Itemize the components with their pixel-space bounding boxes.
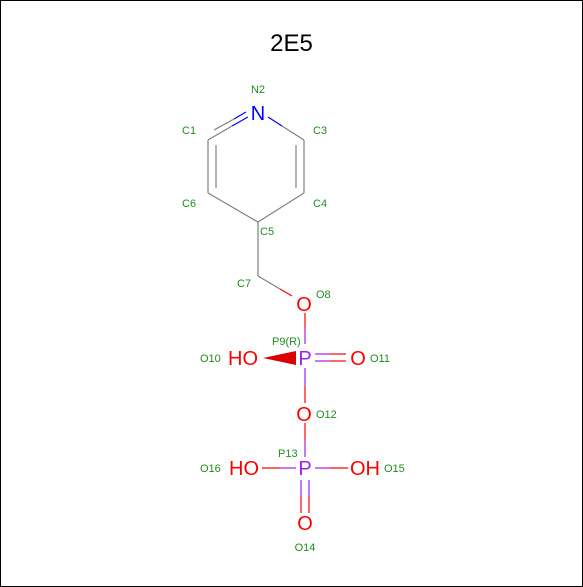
atom-o16-symbol: HO bbox=[229, 458, 259, 480]
molecule-title: 2E5 bbox=[270, 30, 313, 57]
atom-c3-label: C3 bbox=[313, 125, 327, 137]
atom-c4-label: C4 bbox=[313, 198, 327, 210]
bond-c6-c5 bbox=[207, 192, 259, 223]
atom-p9-symbol: P bbox=[298, 348, 311, 370]
atom-o12-symbol: O bbox=[296, 404, 312, 426]
bond-c5-c4 bbox=[257, 192, 305, 223]
atom-o10-label: O10 bbox=[200, 353, 221, 365]
atom-c5-label: C5 bbox=[260, 226, 274, 238]
atom-n2-symbol: N bbox=[251, 103, 265, 125]
atom-o11-symbol: O bbox=[350, 348, 366, 370]
atom-c7-label: C7 bbox=[237, 278, 251, 290]
wedge-bond-p9-o10 bbox=[263, 351, 296, 365]
carbon-bonds bbox=[207, 140, 305, 290]
atom-o14-label: O14 bbox=[295, 542, 316, 554]
atom-n2-label: N2 bbox=[251, 84, 265, 96]
atom-o8-label: O8 bbox=[316, 289, 331, 301]
atom-o15-symbol: OH bbox=[350, 458, 380, 480]
atom-p13-symbol: P bbox=[298, 458, 311, 480]
atom-p13-label: P13 bbox=[278, 448, 298, 460]
atom-o16-label: O16 bbox=[200, 463, 221, 475]
atom-o12-label: O12 bbox=[316, 409, 337, 421]
bond-c7-o8-carbon bbox=[257, 275, 281, 290]
atom-o11-label: O11 bbox=[370, 353, 390, 365]
atom-c1-label: C1 bbox=[182, 125, 196, 137]
phosphate-bonds bbox=[262, 288, 348, 513]
nitrogen-bonds bbox=[207, 111, 305, 141]
atom-p9-label: P9(R) bbox=[272, 336, 301, 348]
atom-o15-label: O15 bbox=[384, 463, 405, 475]
atom-o8-symbol: O bbox=[296, 294, 312, 316]
atom-c6-label: C6 bbox=[182, 198, 196, 210]
atom-o10-symbol: HO bbox=[228, 348, 258, 370]
atom-o14-symbol: O bbox=[297, 513, 313, 535]
